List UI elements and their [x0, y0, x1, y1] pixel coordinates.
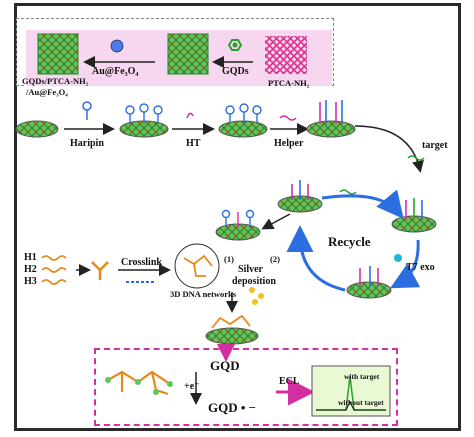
dna-network-icon — [174, 243, 220, 289]
helper-icon — [279, 115, 297, 121]
label-step-2: (2) — [270, 254, 280, 264]
gqds-icon — [227, 39, 243, 51]
label-au-fe3o4: Au@Fe₃O₄ — [92, 66, 139, 77]
label-h3: H3 — [24, 276, 37, 287]
label-gqds-ptca-nh2: GQDs/PTCA-NH₂ — [22, 76, 89, 86]
label-ptca-nh2: PTCA-NH₂ — [268, 78, 310, 88]
label-gqds: GQDs — [222, 66, 249, 77]
label-au-fe3o4-sub: /Au@Fe₃O₄ — [26, 87, 68, 97]
electrode-haripin — [119, 103, 169, 138]
arrow-to-left-electrode — [261, 213, 291, 230]
recycle-arrow-3 — [286, 225, 346, 292]
h2-strand-icon — [41, 267, 67, 273]
label-gqd-radical: GQD • − — [208, 400, 257, 415]
electrode-helper — [306, 100, 356, 138]
haripin-probe-icon — [82, 101, 92, 120]
gqd-dots-icon — [105, 377, 173, 395]
ptca-nh2-icon — [265, 36, 307, 74]
label-ht: HT — [186, 138, 201, 149]
label-with-target: with target — [344, 372, 380, 381]
au-fe3o4-particle-icon — [110, 39, 124, 53]
label-helper: Helper — [274, 138, 304, 149]
label-3d-dna-networks: 3D DNA networks — [170, 289, 237, 299]
electrode-recycle-left — [215, 209, 261, 241]
electrode-recycle-top — [277, 180, 323, 213]
ecl-signal-plot — [311, 365, 391, 417]
label-recycle: Recycle — [328, 234, 371, 249]
t7-exo-icon — [394, 254, 402, 262]
y-junction-icon — [91, 261, 109, 280]
ecl-peak-without-target — [316, 400, 386, 411]
label-crosslink: Crosslink — [121, 257, 162, 268]
label-t7-exo: T7 exo — [406, 262, 435, 273]
label-gqd: GQD — [210, 358, 240, 373]
electrode-final — [205, 314, 259, 345]
label-deposition: deposition — [232, 276, 276, 287]
label-step-1: (1) — [224, 254, 234, 264]
electrode-recycle-right — [391, 198, 437, 233]
electrode-ht — [218, 103, 268, 138]
target-icon — [407, 155, 425, 161]
ht-icon — [186, 112, 194, 119]
label-h1: H1 — [24, 252, 37, 263]
label-h2: H2 — [24, 264, 37, 275]
label-haripin: Haripin — [70, 138, 104, 149]
label-silver: Silver — [238, 264, 263, 275]
label-ecl: ECL — [279, 376, 300, 387]
h1-strand-icon — [41, 255, 67, 261]
gqds-ptca-composite-icon — [167, 33, 209, 75]
electrode-recycle-bottom — [346, 266, 392, 299]
h3-strand-icon — [41, 279, 67, 285]
label-electron: +e⁻ — [184, 381, 200, 392]
label-without-target: without target — [338, 398, 384, 407]
silver-particles-icon — [249, 287, 264, 305]
recycle-arrow-1 — [321, 189, 404, 219]
recycle-arrow-2 — [390, 239, 421, 289]
label-target: target — [422, 140, 448, 151]
gqds-ptca-au-composite-icon — [37, 33, 79, 75]
electrode-bare — [15, 120, 59, 138]
arrow-target — [354, 125, 424, 173]
